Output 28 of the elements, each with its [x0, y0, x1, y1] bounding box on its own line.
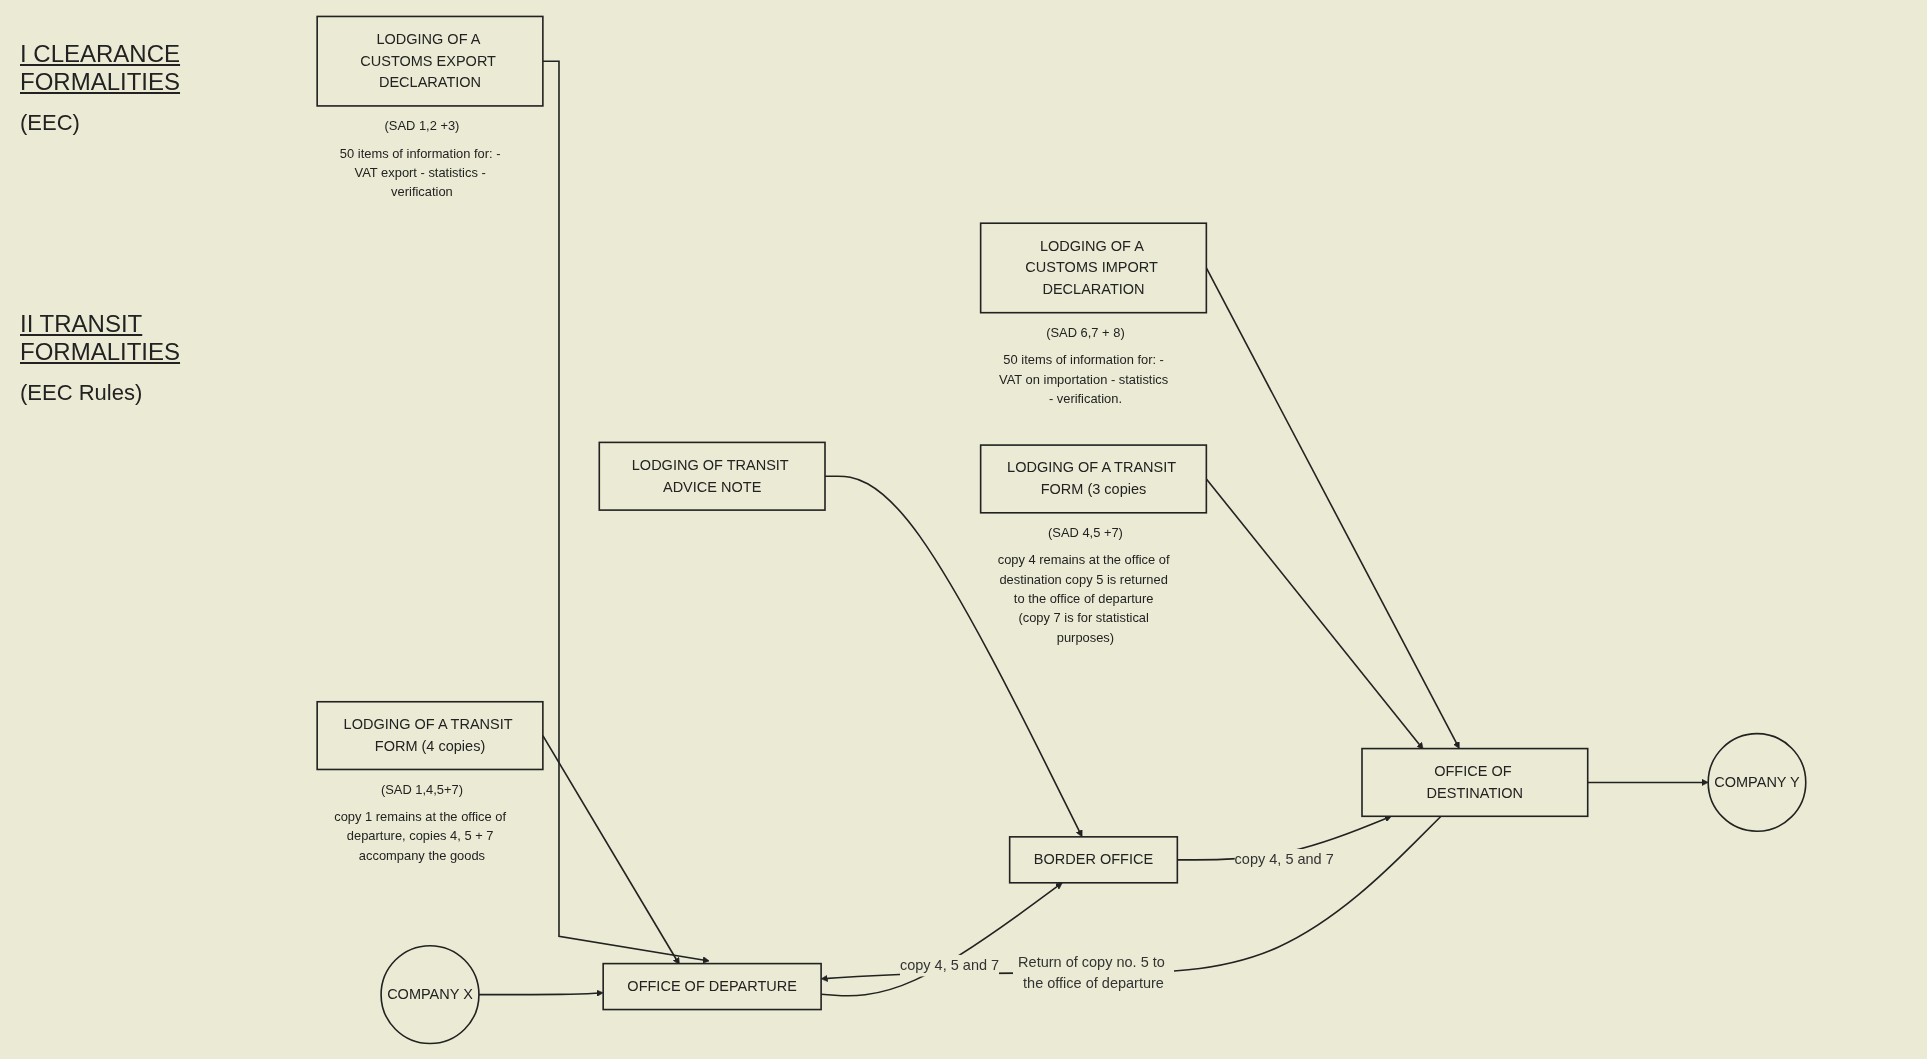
node-label: copy 4 remains at the office of destination copy 5 is returned to the office of departure (copy 7 is for statistical purposes) — [997, 552, 1170, 644]
node-box: LODGING OF A CUSTOMS EXPORT DECLARATION — [316, 15, 544, 107]
node-box: LODGING OF A CUSTOMS IMPORT DECLARATION — [979, 221, 1208, 313]
node-box: LODGING OF TRANSIT ADVICE NOTE — [598, 441, 826, 511]
node-box: OFFICE OF DEPARTURE — [602, 962, 822, 1010]
section-heading: I CLEARANCE FORMALITIES — [20, 40, 182, 96]
edge-label: copy 4, 5 and 7 — [899, 956, 1000, 973]
node-label: (SAD 4,5 +7) — [1047, 525, 1123, 539]
arrow — [542, 59, 710, 963]
section-note: (EEC) — [20, 110, 81, 136]
node-label: 50 items of information for: - VAT on importation - statistics - verification. — [999, 352, 1169, 405]
arrow — [542, 734, 680, 965]
section-heading: II TRANSIT FORMALITIES — [20, 310, 182, 366]
node-circle: COMPANY Y — [1707, 732, 1807, 832]
node-label: (SAD 6,7 + 8) — [1046, 325, 1125, 339]
node-label: (SAD 1,4,5+7) — [380, 781, 463, 796]
node-box: BORDER OFFICE — [1008, 835, 1179, 884]
node-box: LODGING OF A TRANSIT FORM (4 copies) — [316, 700, 544, 770]
node-box: LODGING OF A TRANSIT FORM (3 copies — [979, 443, 1208, 514]
node-label: (SAD 1,2 +3) — [384, 118, 460, 133]
node-label: copy 1 remains at the office of departure, copies 4, 5 + 7 accompany the goods — [334, 809, 507, 862]
section-note: (EEC Rules) — [20, 380, 144, 406]
node-label: 50 items of information for: - VAT export - statistics - verification — [339, 145, 501, 199]
node-circle: COMPANY X — [380, 944, 480, 1044]
arrow — [478, 989, 604, 997]
edge-label: Return of copy no. 5 to the office of departure — [1018, 953, 1165, 992]
edge-label: copy 4, 5 and 7 — [1234, 850, 1334, 867]
node-box: OFFICE OF DESTINATION — [1361, 747, 1589, 817]
